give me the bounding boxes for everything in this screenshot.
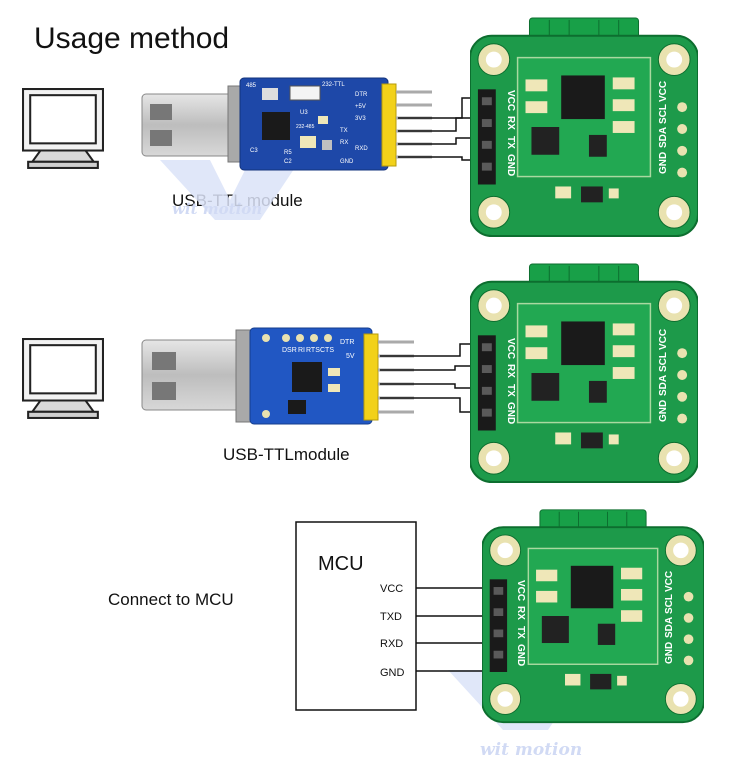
mcu-pin-txd: TXD (380, 611, 402, 623)
watermark-text-2: wit motion (480, 740, 582, 760)
adapter1-silk-dtr: DTR (355, 92, 368, 98)
adapter1-silk-rxd: RXD (355, 146, 368, 152)
adapter1-silk-rx: RX (340, 140, 348, 146)
mcu-label: MCU (318, 553, 364, 575)
sensor1-pin-tx: TX (505, 136, 516, 149)
wires-row-2 (380, 344, 478, 412)
sensor1-pin-rx: RX (505, 116, 516, 130)
adapter2-silk-dsr: DSR (282, 347, 297, 354)
sensor3-pin-r-vcc: VCC (664, 571, 675, 592)
adapter1-silk-5v: +5V (355, 104, 366, 110)
adapter1-silk-232-ttl: 232-TTL (322, 82, 345, 88)
adapter1-silk-gnd: GND (340, 159, 354, 165)
sensor3-pin-vcc: VCC (515, 580, 526, 601)
sensor-board-3: VCC RX TX GND GND SDA SCL VCC (482, 510, 704, 722)
sensor3-pin-tx: TX (515, 626, 526, 639)
sensor1-pin-gnd: GND (505, 154, 516, 176)
sensor2-pin-rx: RX (505, 364, 516, 378)
sensor2-pin-vcc: VCC (505, 338, 516, 359)
mcu-pin-gnd: GND (380, 667, 405, 679)
mcu-pin-rxd: RXD (380, 638, 403, 650)
sensor3-pin-scl: SCL (664, 594, 675, 614)
usb-ttl-adapter-2: DSR RI RTS CTS DTR 5V (142, 328, 414, 424)
adapter2-silk-5v: 5V (346, 353, 355, 360)
adapter2-silk-rts: RTS (306, 347, 320, 354)
sensor1-pin-sda: SDA (658, 127, 669, 148)
sensor-board-2: VCC RX TX GND GND SDA SCL VCC (470, 264, 698, 482)
watermark-text-1: wit motion (172, 200, 262, 218)
adapter1-silk-485: 485 (246, 83, 257, 89)
adapter1-silk-c3: C3 (250, 148, 258, 154)
mcu-pin-vcc: VCC (380, 583, 403, 595)
sensor2-pin-gnd: GND (505, 402, 516, 424)
sensor3-pin-gnd: GND (515, 644, 526, 666)
adapter1-silk-u3: U3 (300, 110, 308, 116)
adapter1-silk-r5: R5 (284, 150, 292, 156)
wires-row-1 (398, 98, 478, 160)
sensor3-pin-r-gnd: GND (664, 642, 675, 664)
sensor2-pin-r-vcc: VCC (658, 329, 669, 350)
sensor2-pin-sda: SDA (658, 375, 669, 396)
sensor1-pin-r-gnd: GND (658, 152, 669, 174)
sensor3-pin-rx: RX (515, 606, 526, 620)
usb-ttl-adapter-1: 485 232-TTL U3 R5 C2 C3 232-485 DTR +5V … (142, 78, 432, 170)
sensor1-pin-r-vcc: VCC (658, 81, 669, 102)
sensor2-pin-r-gnd: GND (658, 400, 669, 422)
adapter2-silk-dtr: DTR (340, 339, 354, 346)
sensor3-pin-sda: SDA (664, 617, 675, 638)
adapter1-silk-tx: TX (340, 128, 348, 134)
sensor2-pin-scl: SCL (658, 352, 669, 372)
adapter2-silk-cts: CTS (320, 347, 334, 354)
adapter1-silk-232-485: 232-485 (296, 124, 315, 130)
mcu-box: MCU VCC TXD RXD GND (296, 522, 416, 710)
adapter1-silk-c2: C2 (284, 159, 292, 165)
adapter1-silk-3v3: 3V3 (355, 116, 366, 122)
sensor1-pin-vcc: VCC (505, 90, 516, 111)
wires-row-3 (416, 588, 484, 671)
sensor2-pin-tx: TX (505, 384, 516, 397)
sensor1-pin-scl: SCL (658, 104, 669, 124)
sensor-board-1: VCC RX TX GND GND SDA SCL VCC (470, 18, 698, 236)
adapter2-silk-ri: RI (298, 347, 305, 354)
computer-monitor-icon-2 (23, 339, 103, 418)
computer-monitor-icon (23, 89, 103, 168)
